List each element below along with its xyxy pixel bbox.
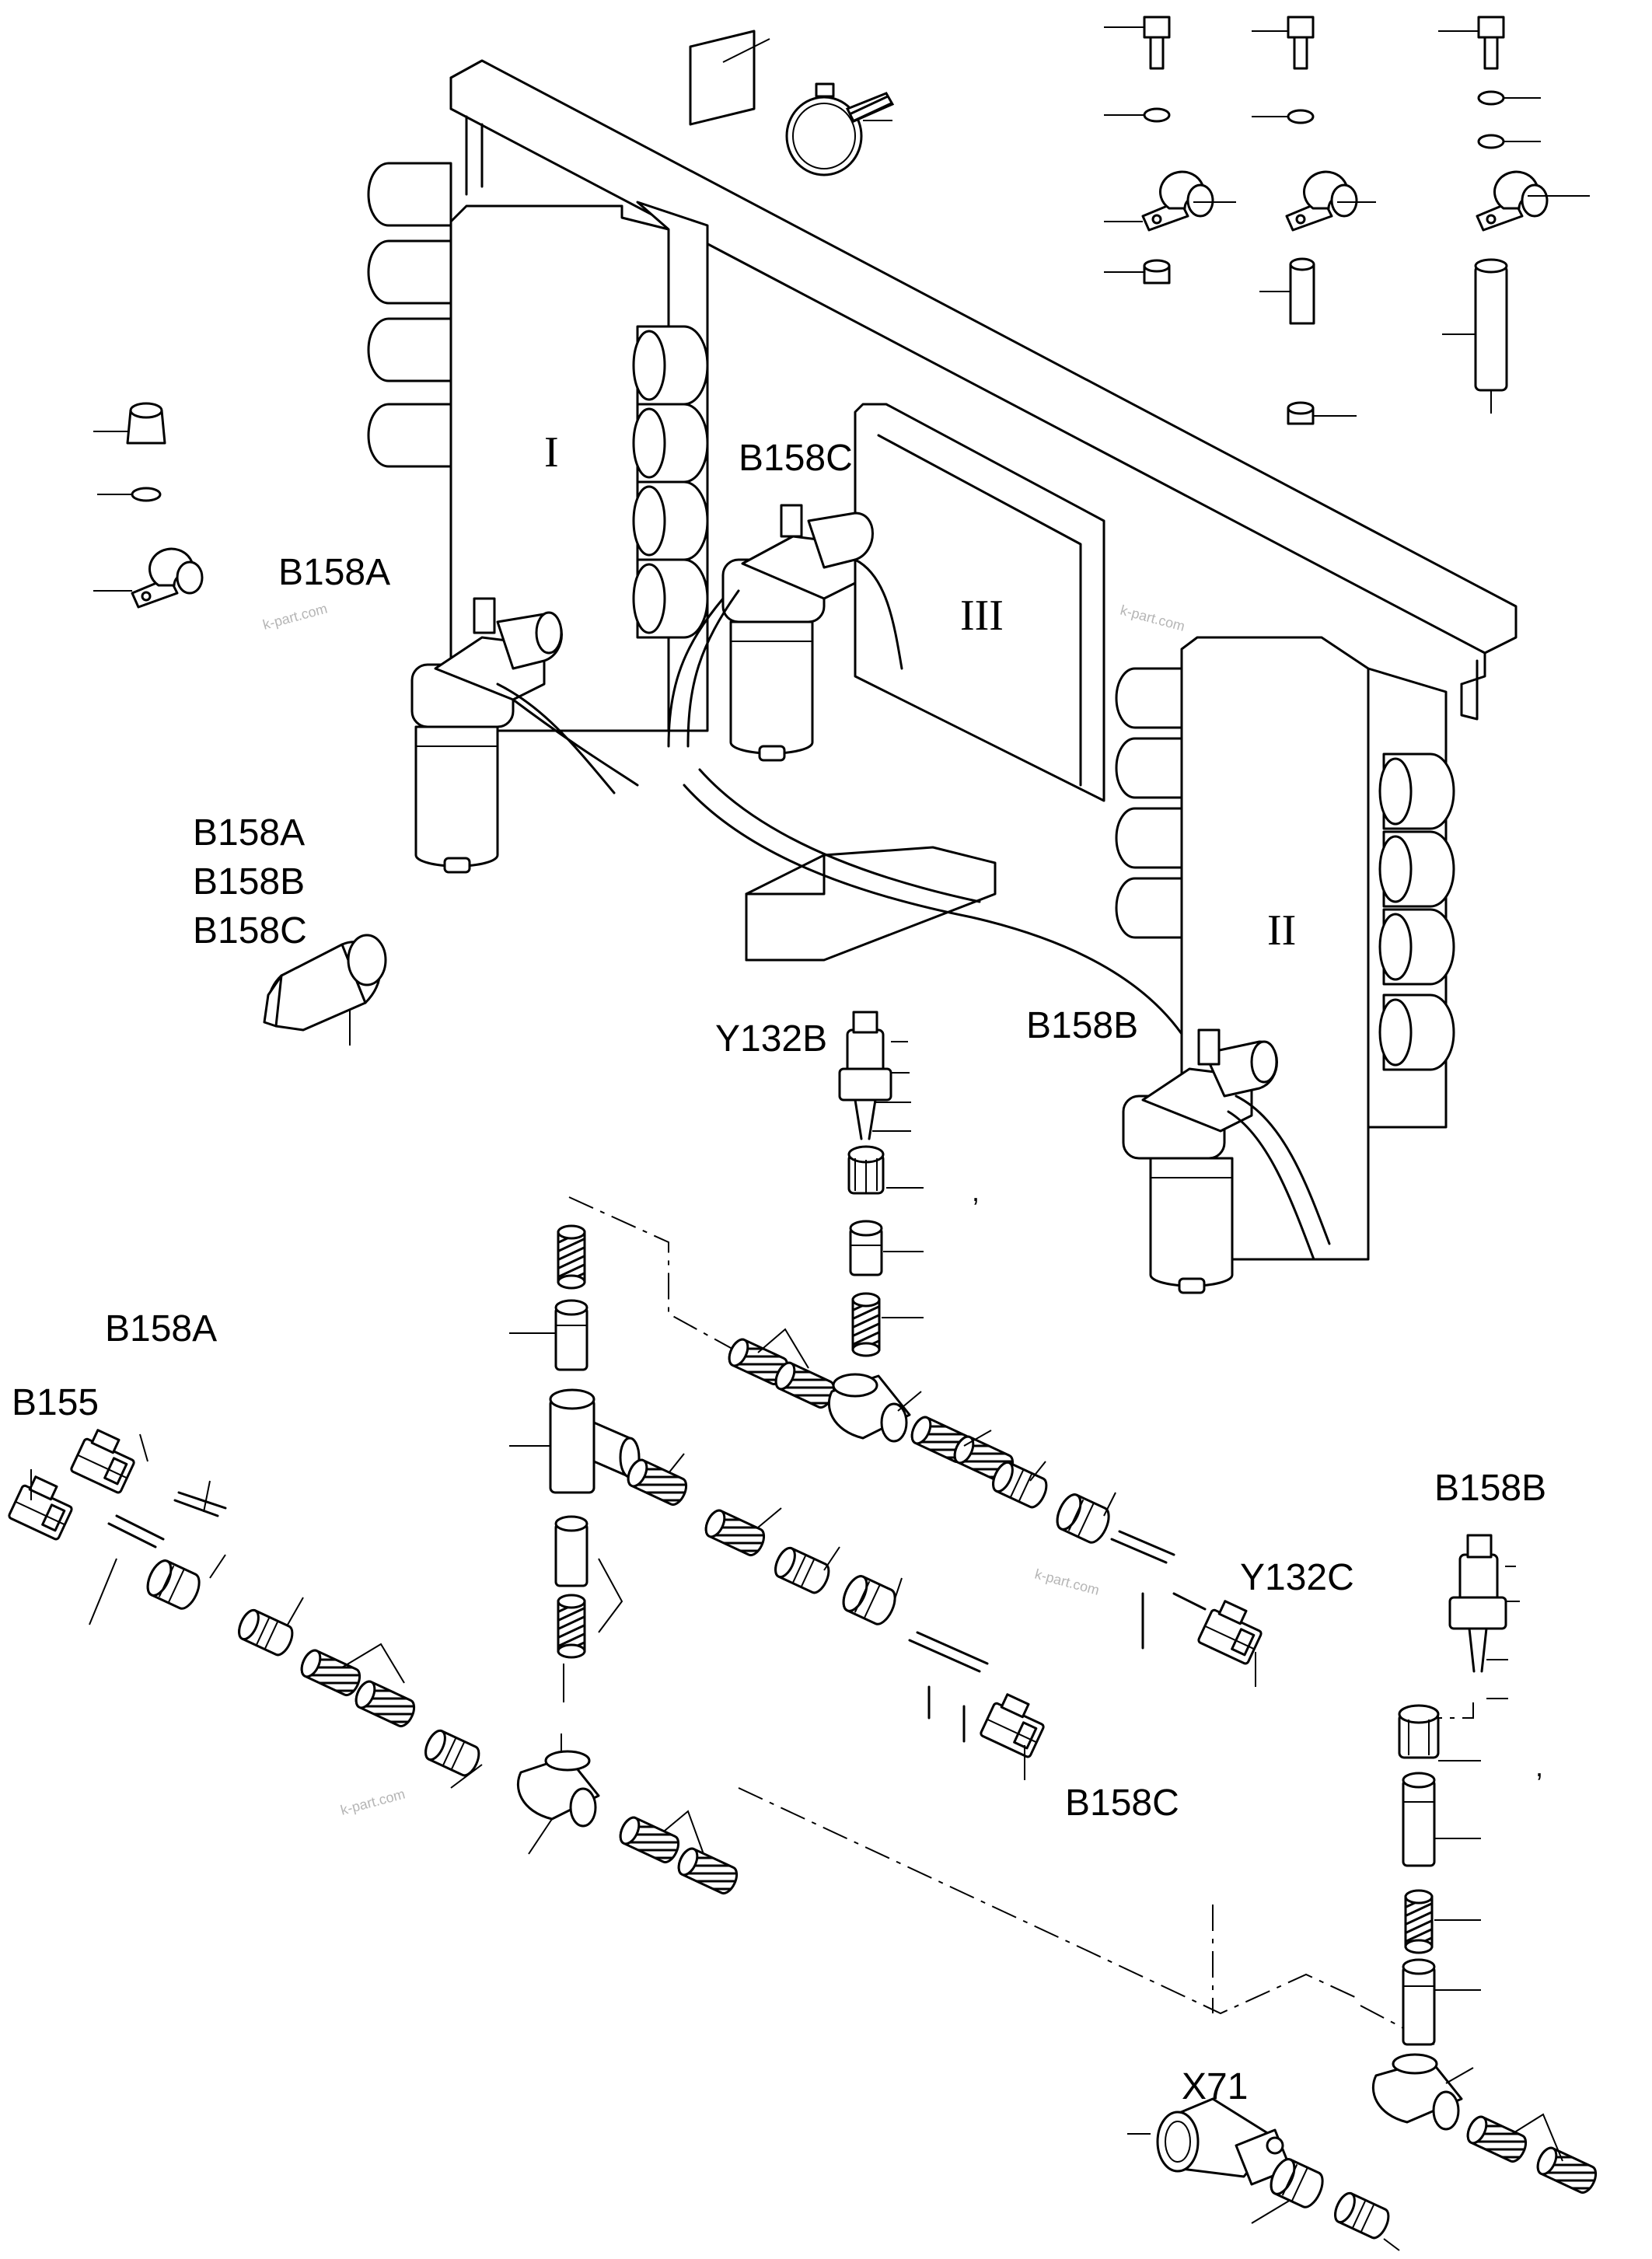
pressure-sensor-b158a — [410, 597, 616, 874]
comma-mark: , — [972, 1175, 980, 1207]
section-2-label: II — [1267, 906, 1296, 955]
tape-strip — [689, 30, 770, 126]
label-b158c-lower: B158C — [1065, 1782, 1179, 1824]
clamp-icon — [1285, 170, 1358, 232]
bolt-icon — [1287, 16, 1315, 70]
tee-fitting-icon — [827, 1373, 911, 1443]
watermark: k-part.com — [261, 601, 329, 633]
center-vertical-stack — [509, 1224, 641, 1702]
fitting — [1402, 1958, 1436, 2046]
pressure-sensor-b158b — [1122, 1028, 1331, 1294]
connector-icon — [838, 1011, 892, 1140]
hose-spring-icon — [851, 1292, 881, 1357]
sensor-icon — [263, 934, 387, 1046]
label-b158b-sensor: B158B — [193, 861, 305, 903]
hardware-stack-1 — [1104, 16, 1236, 285]
outlet-caps-section-1 — [632, 325, 709, 639]
watermark: k-part.com — [1033, 1566, 1101, 1598]
label-b158b-right: B158B — [1434, 1468, 1546, 1509]
label-b155: B155 — [12, 1382, 99, 1423]
nut-fitting — [847, 1145, 885, 1195]
b158b-vertical-assembly: , — [1371, 1534, 1601, 2197]
branch-y132c — [724, 1328, 1269, 1687]
clamp-icon — [1141, 170, 1214, 232]
washer-icon — [1477, 134, 1505, 149]
branch-b155 — [7, 1425, 742, 1898]
label-b158b-mid: B158B — [1026, 1005, 1138, 1046]
connector-icon — [979, 1689, 1051, 1759]
label-b158c-top: B158C — [739, 438, 853, 479]
label-b158a-top: B158A — [278, 552, 390, 593]
watermark: k-part.com — [1119, 602, 1186, 634]
clamp-icon — [131, 547, 204, 609]
label-y132b: Y132B — [715, 1018, 827, 1060]
label-y132c: Y132C — [1240, 1557, 1354, 1598]
fitting — [554, 1515, 589, 1587]
y132b-connector-assembly: , — [838, 1011, 980, 1357]
label-b158a-lower: B158A — [105, 1308, 217, 1349]
connector-icon — [1448, 1534, 1507, 1673]
washer-icon — [131, 487, 162, 502]
bolt-icon — [1477, 16, 1505, 70]
nut-fitting — [1398, 1704, 1440, 1759]
washer-icon — [1143, 107, 1171, 123]
connector-icon — [1196, 1596, 1269, 1666]
connector-icon — [7, 1472, 79, 1541]
washer-icon — [1477, 90, 1505, 106]
spacer-icon — [1289, 257, 1315, 325]
section-1-label: I — [544, 428, 559, 477]
label-b158c-sensor: B158C — [193, 910, 307, 951]
fitting — [849, 1220, 883, 1276]
bolt-icon — [1143, 16, 1171, 70]
label-x71: X71 — [1182, 2066, 1248, 2107]
comma-mark: , — [1535, 1751, 1543, 1782]
cable-tie-icon — [785, 82, 895, 176]
hardware-stack-2 — [1252, 16, 1376, 425]
clamp-icon — [1476, 170, 1549, 232]
branch-b158c — [623, 1453, 1051, 1780]
connector-icon — [69, 1425, 141, 1495]
tee-fitting-icon — [516, 1750, 600, 1828]
fitting — [554, 1299, 589, 1371]
dash-lines — [568, 1196, 1435, 2045]
tee-fitting-icon — [549, 1388, 641, 1494]
watermark: k-part.com — [339, 1786, 407, 1818]
washer-icon — [1287, 109, 1315, 124]
section-3-label: III — [960, 592, 1004, 640]
fitting — [1402, 1772, 1436, 1867]
hardware-stack-left — [93, 402, 204, 609]
x71-coupling — [1127, 2097, 1400, 2251]
hardware-stack-3 — [1438, 16, 1590, 414]
control-valve-block: I III II — [367, 59, 1518, 1261]
tee-fitting-icon — [1371, 2053, 1463, 2131]
spacer-icon — [1474, 258, 1508, 392]
label-b158a-sensor: B158A — [193, 812, 305, 854]
pressure-sensor-b158c — [667, 504, 903, 762]
outlet-caps-section-2 — [1378, 752, 1455, 1071]
